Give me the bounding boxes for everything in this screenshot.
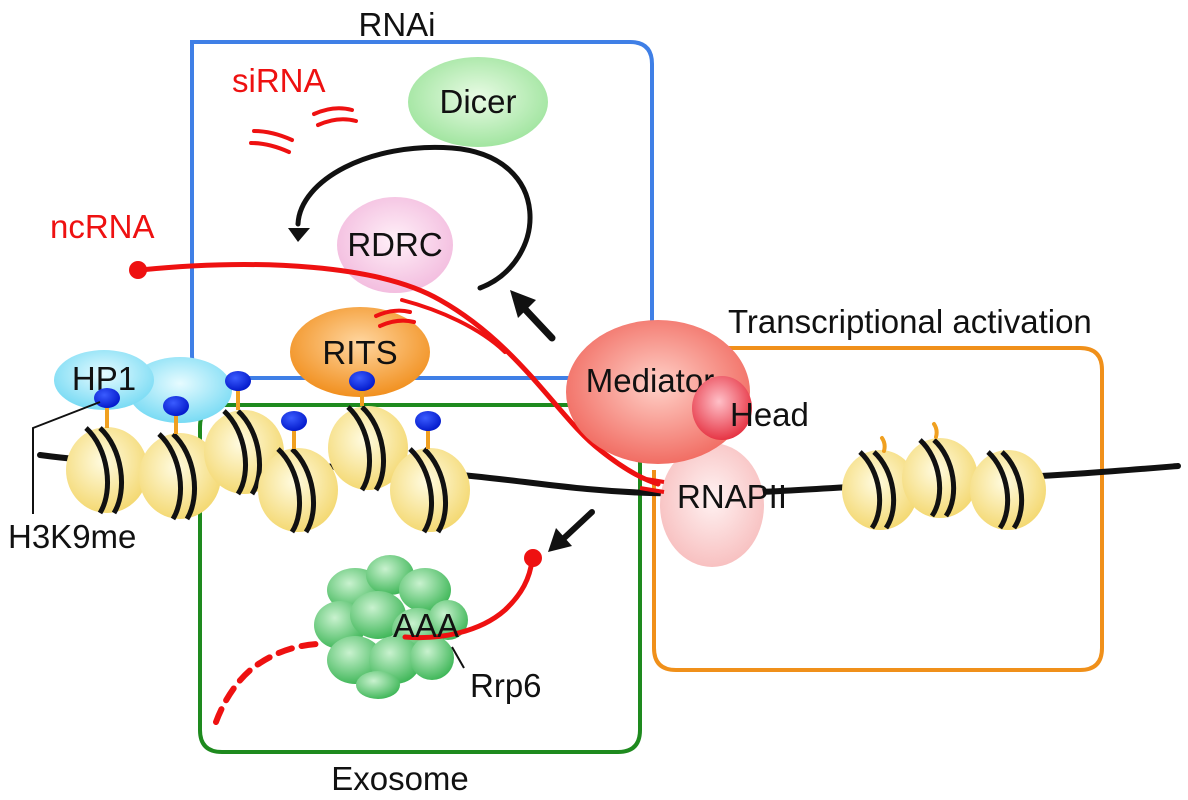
exosome-complex	[314, 555, 468, 699]
methyl-mark-icon	[349, 371, 375, 391]
transcriptional-activation-box	[640, 346, 1104, 672]
exosome-substrate-rna	[402, 557, 535, 641]
rits-label: RITS	[322, 334, 397, 371]
h3k9me-pointer	[32, 401, 101, 514]
nucleosome-icon	[139, 432, 221, 521]
rrp6-label: Rrp6	[470, 667, 542, 704]
rnai-label: RNAi	[358, 6, 435, 43]
methyl-mark-icon	[163, 396, 189, 416]
rits-complex: RITS	[290, 307, 430, 397]
methyl-mark-icon	[415, 411, 441, 431]
h3k9me-label: H3K9me	[8, 518, 136, 555]
rdrc-label: RDRC	[347, 226, 442, 263]
rdrc-complex: RDRC	[337, 197, 453, 293]
substrate-cap	[524, 549, 542, 567]
nucleosome-icon	[842, 450, 918, 530]
mediator-label: Mediator	[586, 362, 714, 399]
sirna-label: siRNA	[232, 62, 326, 99]
ncrna-strand	[137, 262, 661, 487]
ncrna-label: ncRNA	[50, 208, 155, 245]
methyl-mark-icon	[281, 411, 307, 431]
euchromatin-nucleosomes	[842, 422, 1046, 530]
exosome-label: Exosome	[331, 760, 469, 797]
hp1-complex: HP1	[54, 350, 232, 423]
nucleosome-icon	[902, 438, 978, 518]
sirna-duplexes	[249, 106, 358, 154]
arrow-icon	[510, 290, 556, 342]
dicer-label: Dicer	[439, 83, 516, 120]
rnai-cycle-arrow	[295, 144, 533, 291]
nucleosome-icon	[328, 405, 408, 492]
heterochromatin-nucleosomes	[66, 405, 470, 534]
nucleosome-icon	[66, 426, 148, 515]
nucleosome-icon	[258, 447, 338, 534]
methyl-mark-icon	[94, 388, 120, 408]
rrp6-pointer	[451, 646, 465, 669]
arrow-icon	[548, 509, 595, 552]
rnapii-complex: RNAPII	[660, 443, 787, 567]
ncrna-cap	[129, 261, 147, 279]
rits-sirna	[374, 308, 416, 328]
ncrna-exit	[639, 476, 665, 494]
degraded-rna	[213, 641, 321, 725]
ncrna-paired-strand	[400, 298, 507, 354]
transcriptional-activation-label: Transcriptional activation	[728, 303, 1092, 340]
rnapii-label: RNAPII	[677, 478, 787, 515]
methyl-mark-icons	[94, 371, 441, 431]
mediator-head: Head	[692, 376, 809, 440]
dicer-complex: Dicer	[408, 57, 548, 147]
methyl-mark-icon	[225, 371, 251, 391]
arrow-icon	[288, 228, 310, 242]
nucleosome-icon	[970, 450, 1046, 530]
head-label: Head	[730, 396, 809, 433]
aaa-label: AAA	[393, 607, 459, 644]
nucleosome-icon	[390, 447, 470, 534]
